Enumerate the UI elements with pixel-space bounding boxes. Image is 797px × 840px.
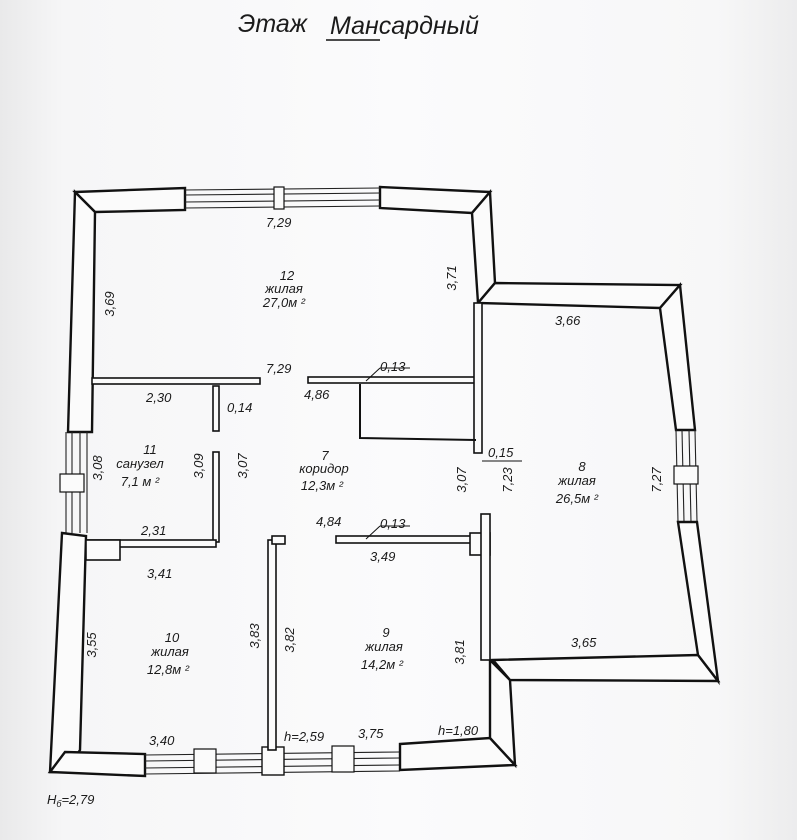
wall-bath-corner <box>85 539 121 561</box>
window-top <box>184 186 381 210</box>
dim-top-width: 7,29 <box>266 215 291 230</box>
wall-right-room8-lower <box>676 520 720 686</box>
room-9-label: 9 жилая 14,2м ² <box>361 625 404 672</box>
dim-723: 7,23 <box>500 467 515 493</box>
dim-375: 3,75 <box>358 726 384 741</box>
room-area: 12,3м ² <box>301 478 344 493</box>
room-10-label: 10 жилая 12,8м ² <box>147 630 190 677</box>
dim-340: 3,40 <box>149 733 175 748</box>
dim-383: 3,83 <box>247 623 262 649</box>
room-number: 9 <box>382 625 389 640</box>
room-type: жилая <box>557 473 596 488</box>
dim-365: 3,65 <box>571 635 597 650</box>
room-area: 26,5м ² <box>555 491 599 506</box>
dim-355: 3,55 <box>84 632 99 658</box>
window-left <box>59 432 88 533</box>
dim-381: 3,81 <box>452 639 467 664</box>
wall-10-9-cap <box>271 535 286 545</box>
room-number: 7 <box>321 448 329 463</box>
room-12-label: 12 жилая 27,0м ² <box>262 268 306 310</box>
dim-307a: 3,07 <box>235 453 250 479</box>
dim-wall-a: 0,13 <box>380 359 406 374</box>
room-type: жилая <box>264 281 303 296</box>
window-bottom <box>144 745 401 776</box>
dim-382: 3,82 <box>282 627 297 653</box>
wall-stub-011 <box>212 385 220 432</box>
dim-309: 3,09 <box>191 453 206 478</box>
wall-8-corridor <box>473 302 483 454</box>
wall-12-left <box>91 377 261 385</box>
window-right <box>673 429 699 523</box>
dim-hb: Нб=2,79 <box>47 792 94 809</box>
room-area: 14,2м ² <box>361 657 404 672</box>
dim-230: 2,30 <box>145 390 172 405</box>
dim-727: 7,27 <box>649 467 664 493</box>
exterior-walls <box>47 185 721 778</box>
wall-bottom-room8 <box>490 653 721 683</box>
room-8-label: 8 жилая 26,5м ² <box>555 459 599 506</box>
floor-title-prefix: Этаж <box>238 10 309 38</box>
dimension-labels: 7,29 3,69 3,71 3,66 7,29 0,13 2,30 0,14 … <box>47 215 664 809</box>
wall-left-lower <box>48 531 88 774</box>
room-type: санузел <box>116 456 164 471</box>
room-type: жилая <box>150 644 189 659</box>
room-area: 7,1 м ² <box>121 474 160 489</box>
dim-486: 4,86 <box>304 387 330 402</box>
wall-top-room8 <box>475 281 683 310</box>
room-number: 8 <box>578 459 586 474</box>
dim-room8-top: 3,66 <box>555 313 581 328</box>
dim-015: 0,15 <box>488 445 514 460</box>
room-number: 12 <box>280 268 295 283</box>
dim-484: 4,84 <box>316 514 341 529</box>
wall-left-upper <box>66 189 97 434</box>
wall-bath-right <box>212 451 220 543</box>
floor-title-name: Мансардный <box>330 12 479 40</box>
interior-walls <box>85 302 491 751</box>
wall-9-8 <box>480 513 491 661</box>
room-11-label: 11 санузел 7,1 м ² <box>116 442 164 489</box>
dim-307b: 3,07 <box>454 467 469 493</box>
room-number: 11 <box>143 442 157 457</box>
dim-308: 3,08 <box>90 455 105 481</box>
dim-349: 3,49 <box>370 549 395 564</box>
dim-wall-b: 0,13 <box>380 516 406 531</box>
dim-341: 3,41 <box>147 566 172 581</box>
wall-corridor-9 <box>335 535 477 544</box>
leader-b <box>365 525 381 540</box>
dim-h-b: h=1,80 <box>438 723 479 738</box>
room-area: 27,0м ² <box>262 295 306 310</box>
dim-room12-right: 3,71 <box>444 265 459 290</box>
dim-h-a: h=2,59 <box>284 729 324 744</box>
wall-right-room8-upper <box>658 282 697 432</box>
room-area: 12,8м ² <box>147 662 190 677</box>
wall-12-right <box>307 376 479 384</box>
wall-bottom-left <box>47 750 147 778</box>
room-type: коридор <box>299 461 348 476</box>
dim-014: 0,14 <box>227 400 252 415</box>
dim-mid-wall: 7,29 <box>266 361 291 376</box>
dim-231: 2,31 <box>140 523 166 538</box>
room-type: жилая <box>364 639 403 654</box>
room-number: 10 <box>165 630 180 645</box>
room-7-label: 7 коридор 12,3м ² <box>299 448 348 493</box>
leader-a <box>365 367 381 382</box>
wall-10-9 <box>267 539 277 751</box>
closet-outline <box>359 384 477 441</box>
wall-top-right <box>378 185 493 215</box>
dim-room12-left: 3,69 <box>102 291 117 316</box>
